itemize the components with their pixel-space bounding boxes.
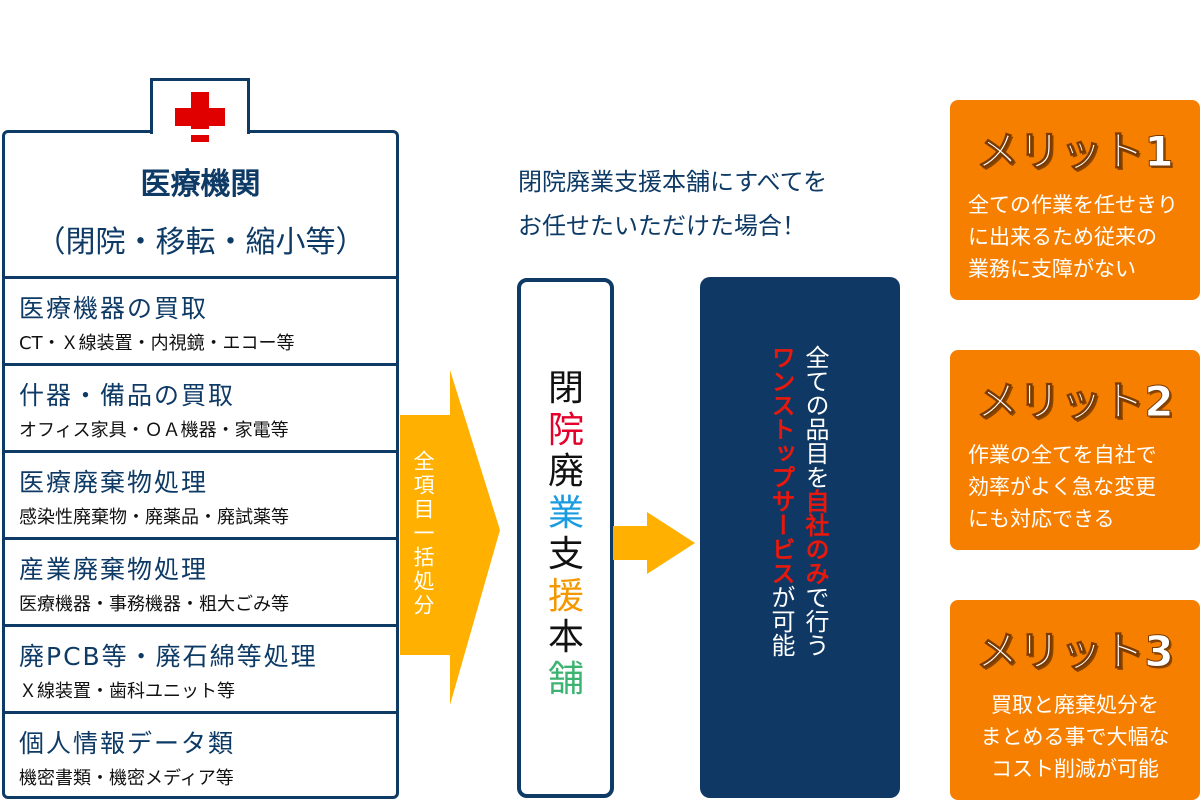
merit-title: メリット1	[976, 127, 1174, 177]
merit-text-line: 全ての作業を任せきり	[968, 193, 1178, 217]
service-text: 全ての品目を自社のみで行う ワンストップサービスが可能	[764, 345, 832, 765]
company-name-char: 舗	[547, 658, 584, 700]
service-item-title: 廃PCB等・廃石綿等処理	[19, 642, 318, 671]
service-item: 産業廃棄物処理医療機器・事務機器・粗大ごみ等	[5, 540, 396, 627]
institution-title: 医療機関	[140, 167, 261, 202]
service-text-highlight: 自社のみ	[801, 489, 829, 585]
service-item: 個人情報データ類機密書類・機密メディア等	[5, 714, 396, 801]
bulk-disposal-arrow	[400, 370, 500, 705]
service-item: 医療廃棄物処理感染性廃棄物・廃薬品・廃試薬等	[5, 453, 396, 540]
tab-joint	[153, 129, 247, 135]
company-name-char: 院	[547, 409, 584, 451]
company-name: 閉院廃業支援本舗	[540, 368, 592, 700]
service-item-examples: Ｘ線装置・歯科ユニット等	[19, 681, 235, 702]
company-name-char: 閉	[547, 368, 584, 409]
service-item-title: 医療廃棄物処理	[19, 468, 209, 497]
service-item-examples: 医療機器・事務機器・粗大ごみ等	[19, 594, 289, 615]
merit-box-3: メリット3 買取と廃棄処分をまとめる事で大幅なコスト削減が可能	[950, 600, 1200, 800]
merit-text-line: 業務に支障がない	[968, 257, 1136, 281]
caption-line1: 閉院廃業支援本舗にすべてを	[518, 168, 828, 196]
service-text-e: が可能	[767, 585, 795, 657]
company-name-char: 業	[547, 492, 584, 534]
institution-header: 医療機関 （閉院・移転・縮小等）	[5, 133, 396, 279]
service-item-examples: 機密書類・機密メディア等	[19, 768, 234, 789]
merit-text-line: にも対応できる	[968, 507, 1115, 531]
service-item-examples: 感染性廃棄物・廃薬品・廃試薬等	[19, 507, 289, 528]
merit-box-2: メリット2 作業の全てを自社で効率がよく急な変更にも対応できる	[950, 350, 1200, 550]
right-arrow-icon	[613, 512, 695, 574]
service-item: 什器・備品の買取オフィス家具・ＯＡ機器・家電等	[5, 366, 396, 453]
service-text-a: 全ての品目を	[801, 345, 829, 489]
service-item-title: 個人情報データ類	[19, 729, 236, 758]
merit-title: メリット2	[976, 377, 1174, 427]
service-item-examples: CT・Ｘ線装置・内視鏡・エコー等	[19, 333, 295, 354]
service-item: 医療機器の買取 CT・Ｘ線装置・内視鏡・エコー等	[5, 279, 396, 366]
service-item-title: 医療機器の買取	[19, 294, 209, 323]
company-name-char: 支	[547, 534, 584, 575]
medical-institution-box: 医療機関 （閉院・移転・縮小等） 医療機器の買取 CT・Ｘ線装置・内視鏡・エコー等…	[2, 130, 399, 799]
service-item-title: 産業廃棄物処理	[19, 555, 209, 584]
merit-text-line: 買取と廃棄処分を	[991, 693, 1159, 717]
merit-title: メリット3	[976, 627, 1174, 677]
institution-subtitle: （閉院・移転・縮小等）	[35, 225, 366, 260]
service-item-examples: オフィス家具・ＯＡ機器・家電等	[19, 420, 289, 441]
merit-box-1: メリット1 全ての作業を任せきりに出来るため従来の業務に支障がない	[950, 100, 1200, 300]
one-stop-service: ワンストップサービス	[767, 345, 795, 585]
caption-line2: お任せたいただけた場合！	[518, 212, 806, 240]
merit-text-line: まとめる事で大幅な	[980, 725, 1170, 749]
company-name-char: 援	[547, 575, 584, 617]
company-name-char: 廃	[547, 451, 584, 492]
bulk-disposal-label: 全項目一括処分	[411, 450, 435, 618]
company-name-char: 本	[547, 617, 584, 658]
service-text-c: で行う	[801, 585, 829, 657]
merit-text-line: コスト削減が可能	[991, 757, 1159, 781]
service-box	[700, 277, 900, 798]
merit-text-line: 作業の全てを自社で	[968, 443, 1157, 467]
merit-text-line: に出来るため従来の	[968, 225, 1157, 249]
caption: 閉院廃業支援本舗にすべてを お任せたいただけた場合！	[518, 160, 827, 248]
service-item: 廃PCB等・廃石綿等処理 Ｘ線装置・歯科ユニット等	[5, 627, 396, 714]
service-item-title: 什器・備品の買取	[19, 381, 236, 410]
company-box	[517, 278, 614, 798]
merit-text-line: 効率がよく急な変更	[968, 475, 1156, 499]
